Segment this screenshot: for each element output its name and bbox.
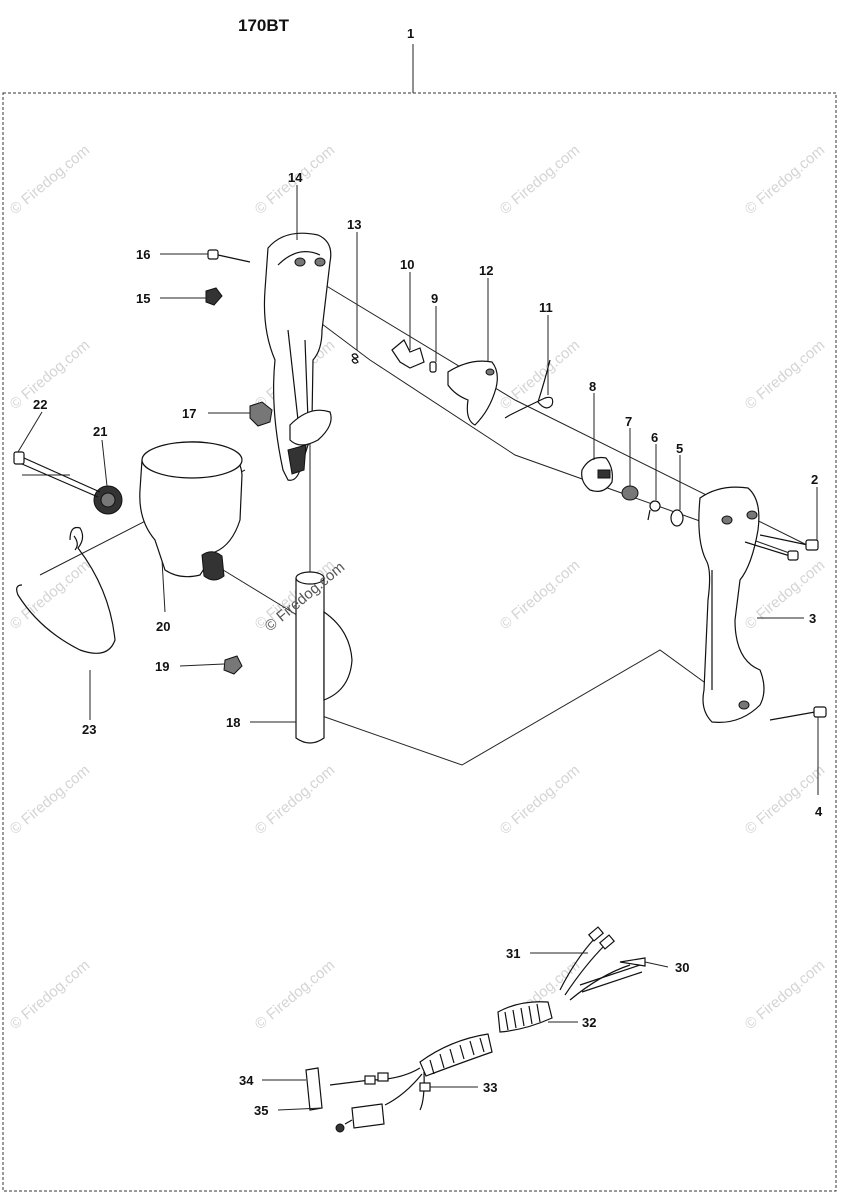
handle-housing-part	[263, 232, 332, 481]
wire-clip-part	[16, 526, 116, 654]
watermark-text: © Firedog.com	[497, 762, 583, 838]
watermark-text: © Firedog.com	[7, 142, 93, 218]
model-title: 170BT	[238, 16, 290, 35]
ring-part-5	[670, 509, 684, 527]
callout-4: 4	[815, 804, 823, 819]
callout-10: 10	[400, 257, 414, 272]
knob-part-21	[93, 485, 123, 515]
washer-part-7	[621, 485, 639, 501]
pin-part-9	[429, 361, 437, 373]
spring-part-13	[351, 353, 359, 364]
watermark-text: © Firedog.com	[497, 337, 583, 413]
callout-34: 34	[239, 1073, 254, 1088]
callout-22: 22	[33, 397, 47, 412]
bolt-part-22	[13, 451, 101, 498]
callout-5: 5	[676, 441, 683, 456]
callout-21: 21	[93, 424, 107, 439]
nut-part-19	[223, 655, 243, 675]
callout-6: 6	[651, 430, 658, 445]
callout-leaders	[17, 185, 819, 1111]
watermark-text: © Firedog.com	[742, 142, 828, 218]
screw-part-16	[207, 249, 251, 263]
watermark-text: © Firedog.com	[252, 957, 338, 1033]
watermark-text: © Firedog.com	[742, 957, 828, 1033]
assembly-number: 1	[407, 26, 414, 41]
lever-part-10	[391, 339, 425, 369]
watermarks: © Firedog.com © Firedog.com © Firedog.com ©…	[7, 142, 828, 1033]
callout-3: 3	[809, 611, 816, 626]
callout-14: 14	[288, 170, 303, 185]
callout-16: 16	[136, 247, 150, 262]
screw-part-4	[769, 706, 827, 721]
screw-part-2	[744, 534, 819, 561]
callout-13: 13	[347, 217, 361, 232]
rear-handle-part	[698, 486, 765, 723]
watermark-text: © Firedog.com	[7, 557, 93, 633]
watermark-text: © Firedog.com	[497, 557, 583, 633]
callout-8: 8	[589, 379, 596, 394]
watermark-text: © Firedog.com	[497, 142, 583, 218]
callout-17: 17	[182, 406, 196, 421]
assembly-frame	[2, 92, 837, 1192]
callout-15: 15	[136, 291, 150, 306]
nut-part-15	[205, 287, 223, 306]
watermark-text: © Firedog.com	[7, 337, 93, 413]
watermark-text: © Firedog.com	[252, 762, 338, 838]
washer-part-6	[647, 500, 661, 521]
callout-9: 9	[431, 291, 438, 306]
spring-part-11	[504, 359, 554, 419]
callout-23: 23	[82, 722, 96, 737]
trigger-part-12	[447, 360, 498, 426]
watermark-text: © Firedog.com	[7, 762, 93, 838]
switch-part-8	[581, 456, 613, 492]
callout-35: 35	[254, 1103, 268, 1118]
callout-32: 32	[582, 1015, 596, 1030]
wire-harness-part	[305, 926, 646, 1133]
callout-labels: 2 3 4 5 6 7 8 9 10 11 12 13 14 15 16 17 …	[33, 170, 823, 1118]
watermark-text: © Firedog.com	[742, 337, 828, 413]
nut-part-17	[249, 401, 273, 427]
assembly-guide-lines	[22, 269, 816, 766]
callout-12: 12	[479, 263, 493, 278]
clamp-ring-part	[139, 441, 243, 581]
callout-11: 11	[539, 300, 553, 315]
callout-18: 18	[226, 715, 240, 730]
tube-part-18	[295, 571, 353, 744]
callout-31: 31	[506, 946, 520, 961]
callout-20: 20	[156, 619, 170, 634]
callout-30: 30	[675, 960, 689, 975]
callout-33: 33	[483, 1080, 497, 1095]
callout-7: 7	[625, 414, 632, 429]
callout-19: 19	[155, 659, 169, 674]
callout-2: 2	[811, 472, 818, 487]
watermark-text: © Firedog.com	[7, 957, 93, 1033]
watermark-text: © Firedog.com	[742, 762, 828, 838]
